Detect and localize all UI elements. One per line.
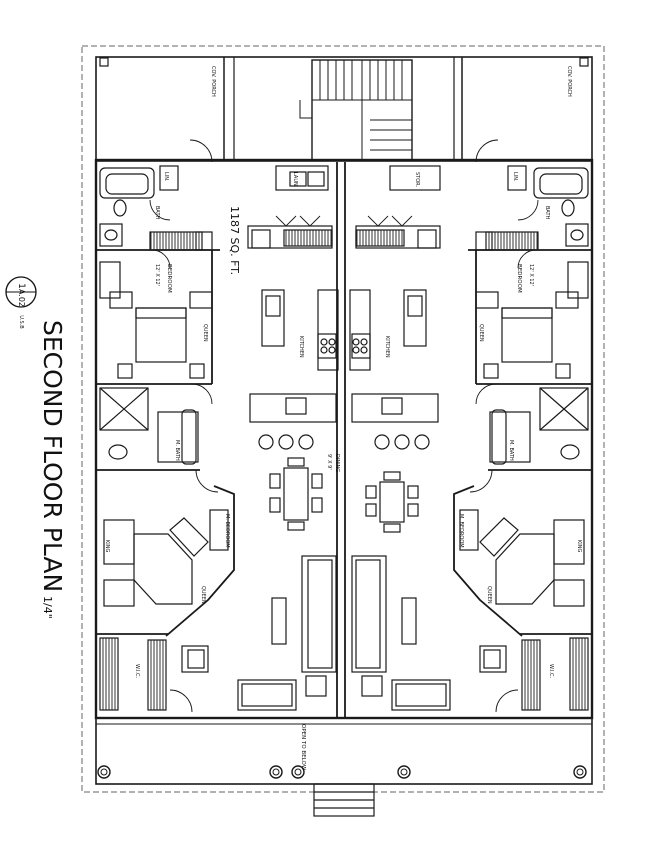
- title-block: 1 A.02 U.S.B SECOND FLOOR PLAN 1/4": [5, 276, 67, 619]
- bedroom-left-dims: 12' X 12': [154, 264, 160, 286]
- wic-left-label: W.I.C.: [134, 664, 140, 679]
- right-unit: [349, 167, 592, 711]
- bedroom-right-label: BEDROOM: [516, 264, 522, 293]
- stair: [299, 59, 413, 161]
- sheet-reference: A.02: [17, 289, 26, 307]
- king-left-label: KING: [104, 540, 110, 552]
- laundry-left-label: LAUN.: [292, 172, 298, 188]
- cov-porch-left-label: COV. PORCH: [210, 66, 216, 97]
- m-bedroom-right-label: M. BEDROOM: [458, 514, 464, 548]
- room-labels: BATH BATH 1187 SQ. FT. BEDROOM 12' X 12'…: [104, 206, 582, 771]
- entry-steps: [313, 783, 375, 817]
- open-to-below-label: OPEN TO BELOW: [300, 724, 306, 771]
- bath-right-label: BATH: [544, 206, 550, 220]
- m-bedroom-left-label: M. BEDROOM: [224, 514, 230, 548]
- kitchen-left-label: KITCHEN: [298, 336, 304, 358]
- dining-label: DINING: [334, 454, 340, 472]
- area-label: 1187 SQ. FT.: [228, 206, 241, 275]
- left-unit: [96, 167, 339, 711]
- cov-porch-right-label: COV. PORCH: [566, 66, 572, 97]
- linen-left-label: LIN.: [163, 172, 169, 182]
- utility-strip: [159, 165, 527, 191]
- queen-master-right-label: QUEEN: [486, 586, 492, 604]
- kitchen-right-label: KITCHEN: [384, 336, 390, 358]
- building-walls: [94, 56, 594, 720]
- bedroom-right-dims: 12' X 12': [528, 264, 534, 286]
- queen-left-label: QUEEN: [202, 324, 208, 342]
- door-swings: [149, 139, 539, 713]
- m-bath-left-label: M. BATH: [174, 440, 180, 461]
- bath-left-label: BATH: [154, 206, 160, 220]
- sheet-number: 1: [16, 283, 26, 289]
- plan-scale: 1/4": [41, 596, 54, 619]
- sheet-subref: U.S.B: [18, 315, 24, 329]
- storage-right-label: STOR.: [414, 172, 420, 187]
- queen-master-left-label: QUEEN: [200, 586, 206, 604]
- dining-dims: 9' X 9': [326, 454, 332, 470]
- king-right-label: KING: [576, 540, 582, 552]
- queen-right-label: QUEEN: [478, 324, 484, 342]
- bedroom-left-label: BEDROOM: [166, 264, 172, 293]
- property-border: [81, 45, 605, 793]
- linen-right-label: LIN.: [512, 172, 518, 182]
- m-bath-right-label: M. BATH: [508, 440, 514, 461]
- front-porch: [95, 717, 593, 785]
- plan-title: SECOND FLOOR PLAN: [38, 320, 67, 592]
- wic-right-label: W.I.C.: [548, 664, 554, 679]
